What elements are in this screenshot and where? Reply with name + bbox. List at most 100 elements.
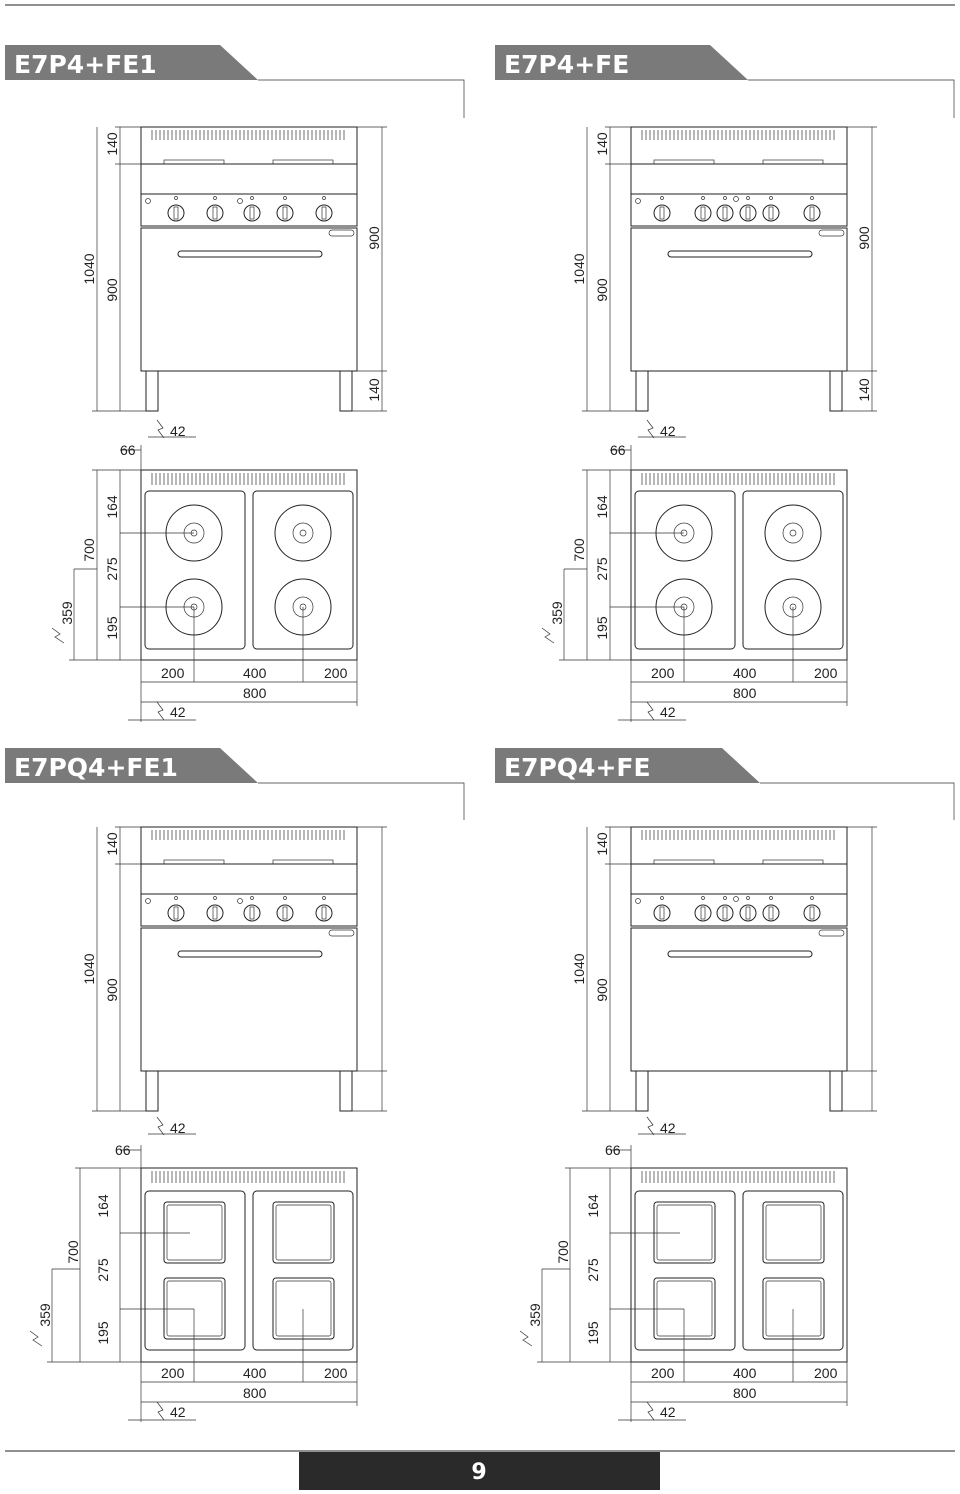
dim-275: 275 xyxy=(594,557,610,581)
top-frame xyxy=(140,469,358,661)
pilot-lamp xyxy=(635,898,641,904)
knob-5[interactable] xyxy=(315,196,333,222)
model-title: E7P4+FE1 xyxy=(14,50,157,79)
plate-edge xyxy=(163,159,225,165)
knob-6[interactable] xyxy=(803,896,821,922)
backsplash xyxy=(630,126,848,165)
dim-overall-height: 1040 xyxy=(571,953,587,984)
front-view: 1040 900 140 900 140 42 xyxy=(81,126,387,439)
knob-5[interactable] xyxy=(762,896,780,922)
knob-3[interactable] xyxy=(716,196,734,222)
knob-3[interactable] xyxy=(716,896,734,922)
dim-supply: 359 xyxy=(59,601,75,625)
square-plate-front-left xyxy=(653,1277,716,1340)
knob-1[interactable] xyxy=(167,896,185,922)
door-badge xyxy=(328,229,355,237)
dim-leg: 42 xyxy=(170,1120,186,1136)
power-supply-icon xyxy=(156,701,165,721)
page-number-bar xyxy=(299,1452,660,1490)
knob-5[interactable] xyxy=(762,196,780,222)
panel-e7pq4-fe: E7PQ4+FE xyxy=(495,748,955,1422)
door-handle[interactable] xyxy=(177,250,323,258)
dim-supply: 359 xyxy=(527,1303,543,1327)
front-view: 1040 900 140 900 140 42 xyxy=(571,126,877,439)
power-supply-icon xyxy=(646,1401,655,1421)
vent-slots xyxy=(151,830,345,840)
square-plate-front-right xyxy=(272,1277,335,1340)
dim-275: 275 xyxy=(104,557,120,581)
knob-3[interactable] xyxy=(243,196,261,222)
square-plate-back-right xyxy=(272,1201,335,1264)
dim-w400: 400 xyxy=(243,665,267,681)
dim-top-height: 140 xyxy=(594,132,610,156)
dim-body-height: 900 xyxy=(594,278,610,302)
vent-slots xyxy=(641,473,835,485)
knob-1[interactable] xyxy=(653,896,671,922)
dim-275: 275 xyxy=(585,1258,601,1282)
top-frame xyxy=(140,163,358,195)
door-badge xyxy=(818,229,845,237)
dim-overall-height: 1040 xyxy=(571,253,587,284)
top-view: 66 700 164 275 195 359 200 400 200 800 4… xyxy=(29,1142,358,1422)
dim-depth: 700 xyxy=(81,538,97,562)
knob-1[interactable] xyxy=(167,196,185,222)
backsplash xyxy=(630,826,848,865)
knob-2[interactable] xyxy=(694,896,712,922)
power-supply-icon xyxy=(51,627,65,644)
knob-4[interactable] xyxy=(276,196,294,222)
dim-leg: 42 xyxy=(660,423,676,439)
top-view: 66 700 164 275 195 359 200 400 200 800 4… xyxy=(51,442,358,722)
top-frame xyxy=(140,863,358,895)
knob-4[interactable] xyxy=(276,896,294,922)
front-view: 1040 900 140 42 xyxy=(571,826,877,1136)
dim-195: 195 xyxy=(95,1321,111,1345)
door-handle[interactable] xyxy=(667,950,813,958)
dim-supply: 359 xyxy=(549,601,565,625)
pilot-lamp xyxy=(145,198,151,204)
hotplate-back-right xyxy=(764,504,822,562)
dim-right-height: 900 xyxy=(366,226,382,250)
hotplate-back-right xyxy=(274,504,332,562)
knob-1[interactable] xyxy=(653,196,671,222)
dim-offset: 66 xyxy=(605,1142,621,1158)
plate-edge xyxy=(163,859,225,865)
knob-2[interactable] xyxy=(694,196,712,222)
top-frame xyxy=(630,163,848,195)
vent-slots xyxy=(151,1171,345,1183)
power-supply-icon xyxy=(156,419,165,439)
vent-slots xyxy=(151,130,345,140)
knob-3[interactable] xyxy=(243,896,261,922)
knob-5[interactable] xyxy=(315,896,333,922)
dim-w200-left: 200 xyxy=(161,1365,185,1381)
dim-w200-left: 200 xyxy=(161,665,185,681)
plate-edge xyxy=(653,859,715,865)
dim-164: 164 xyxy=(104,495,120,519)
dim-overall-height: 1040 xyxy=(81,953,97,984)
knob-4[interactable] xyxy=(739,896,757,922)
door-handle[interactable] xyxy=(177,950,323,958)
dim-w200-left: 200 xyxy=(651,665,675,681)
door-badge xyxy=(328,929,355,937)
dim-width: 800 xyxy=(243,1385,267,1401)
cooking-zone-left xyxy=(144,1190,246,1351)
dim-body-height: 900 xyxy=(594,978,610,1002)
leg xyxy=(635,1070,649,1112)
top-frame xyxy=(630,1167,848,1363)
leg xyxy=(829,1070,843,1112)
knob-2[interactable] xyxy=(206,896,224,922)
leg xyxy=(145,370,159,412)
banner-rule xyxy=(760,782,955,820)
plate-edge xyxy=(653,159,715,165)
dim-overall-height: 1040 xyxy=(81,253,97,284)
knob-2[interactable] xyxy=(206,196,224,222)
plate-edge xyxy=(762,159,824,165)
leg xyxy=(829,370,843,412)
top-frame xyxy=(140,1167,358,1363)
door-badge xyxy=(818,929,845,937)
power-supply-icon xyxy=(646,1116,655,1136)
knob-4[interactable] xyxy=(739,196,757,222)
dim-body-height: 900 xyxy=(104,978,120,1002)
knob-6[interactable] xyxy=(803,196,821,222)
power-supply-icon xyxy=(29,1330,43,1347)
door-handle[interactable] xyxy=(667,250,813,258)
